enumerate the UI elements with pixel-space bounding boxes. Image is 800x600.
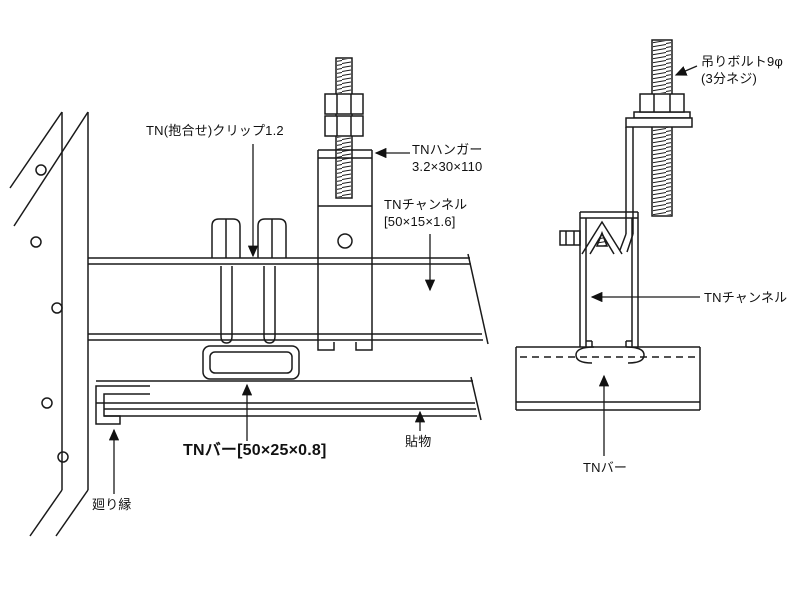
label-molding: 廻り縁 xyxy=(92,497,132,512)
label-tn-hanger: TNハンガー 3.2×30×110 xyxy=(412,141,483,175)
label-tn-channel-left-line1: TNチャンネル xyxy=(384,197,468,212)
label-tn-bar-left: TNバー[50×25×0.8] xyxy=(183,442,327,459)
label-tn-clip: TN(抱合せ)クリップ1.2 xyxy=(146,123,284,138)
label-tn-hanger-line1: TNハンガー xyxy=(412,142,483,157)
label-tn-hanger-line2: 3.2×30×110 xyxy=(412,159,483,174)
suspension-bolt-drawing xyxy=(625,39,693,217)
leader-arrows xyxy=(108,65,700,494)
label-suspension-bolt-line1: 吊りボルト9φ xyxy=(701,54,784,69)
label-board: 貼物 xyxy=(405,434,432,449)
label-tn-channel-left: TNチャンネル [50×15×1.6] xyxy=(384,196,467,230)
hanger-bracket-drawing xyxy=(619,127,634,253)
tn-channel-section-drawing xyxy=(579,211,639,347)
molding-profile xyxy=(95,385,150,425)
tn-bar-section-drawing xyxy=(515,346,701,411)
label-suspension-bolt-line2: (3分ネジ) xyxy=(701,71,758,86)
tn-clip-drawing xyxy=(202,218,300,380)
wall-section xyxy=(9,111,89,537)
tn-hanger-drawing xyxy=(317,57,373,351)
label-suspension-bolt: 吊りボルト9φ (3分ネジ) xyxy=(701,53,783,87)
label-tn-channel-left-line2: [50×15×1.6] xyxy=(384,214,456,229)
spring-clip-drawing xyxy=(559,220,623,255)
tn-channel-side-view xyxy=(88,253,489,345)
label-tn-bar-right: TNバー xyxy=(583,460,628,475)
label-tn-channel-right: TNチャンネル xyxy=(704,290,788,305)
tn-bar-side-view xyxy=(96,376,482,421)
